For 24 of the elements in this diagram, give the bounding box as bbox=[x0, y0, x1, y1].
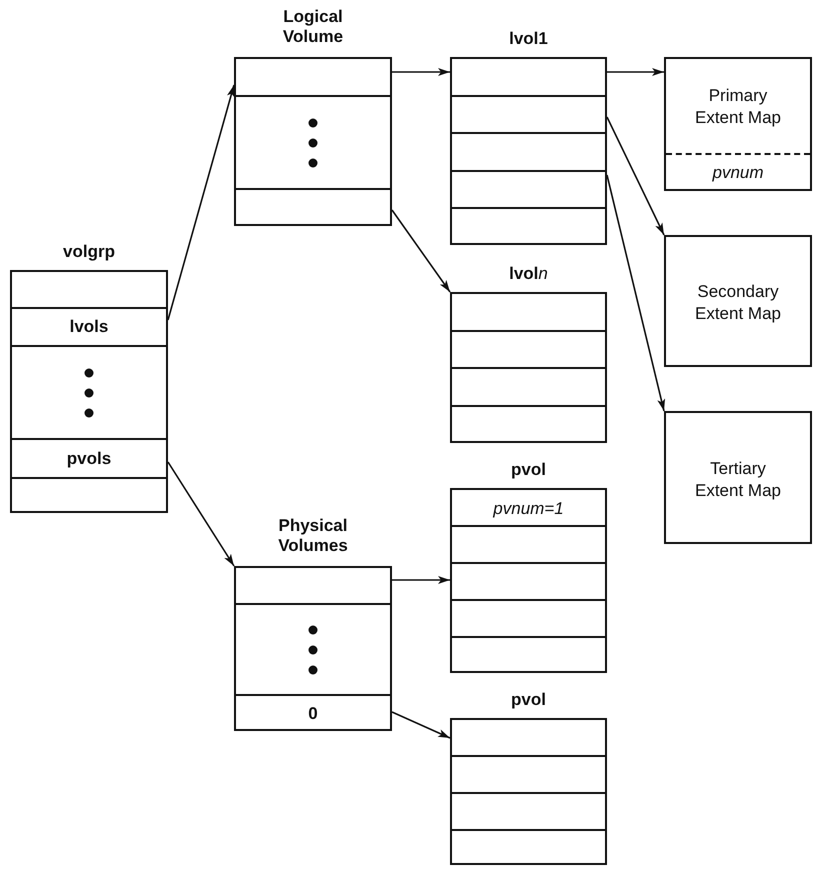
arrow bbox=[607, 68, 664, 76]
box-label: pvnum bbox=[712, 162, 764, 184]
structure-heading: volgrp bbox=[62, 242, 116, 262]
structure-heading: pvol bbox=[510, 460, 547, 480]
arrow bbox=[392, 711, 450, 739]
arrow bbox=[392, 68, 450, 76]
structure-heading: Logical Volume bbox=[282, 7, 344, 47]
arrow bbox=[391, 210, 451, 292]
box-label: Tertiary Extent Map bbox=[694, 458, 782, 502]
arrow bbox=[606, 174, 666, 412]
arrow bbox=[392, 576, 450, 584]
structure-heading: lvoln bbox=[508, 264, 549, 284]
arrow bbox=[167, 84, 235, 320]
arrow bbox=[167, 462, 235, 566]
field-label: pvols bbox=[66, 448, 112, 470]
field-label: pvnum=1 bbox=[493, 498, 564, 520]
arrow bbox=[606, 116, 665, 236]
structure-heading: pvol bbox=[510, 690, 547, 710]
structure-heading: lvol1 bbox=[508, 29, 549, 49]
structure-heading: Physical Volumes bbox=[277, 516, 349, 556]
box-label: Secondary Extent Map bbox=[694, 281, 782, 325]
field-label: 0 bbox=[308, 702, 318, 724]
field-label: lvols bbox=[70, 316, 108, 338]
box-label: Primary Extent Map bbox=[694, 85, 782, 129]
